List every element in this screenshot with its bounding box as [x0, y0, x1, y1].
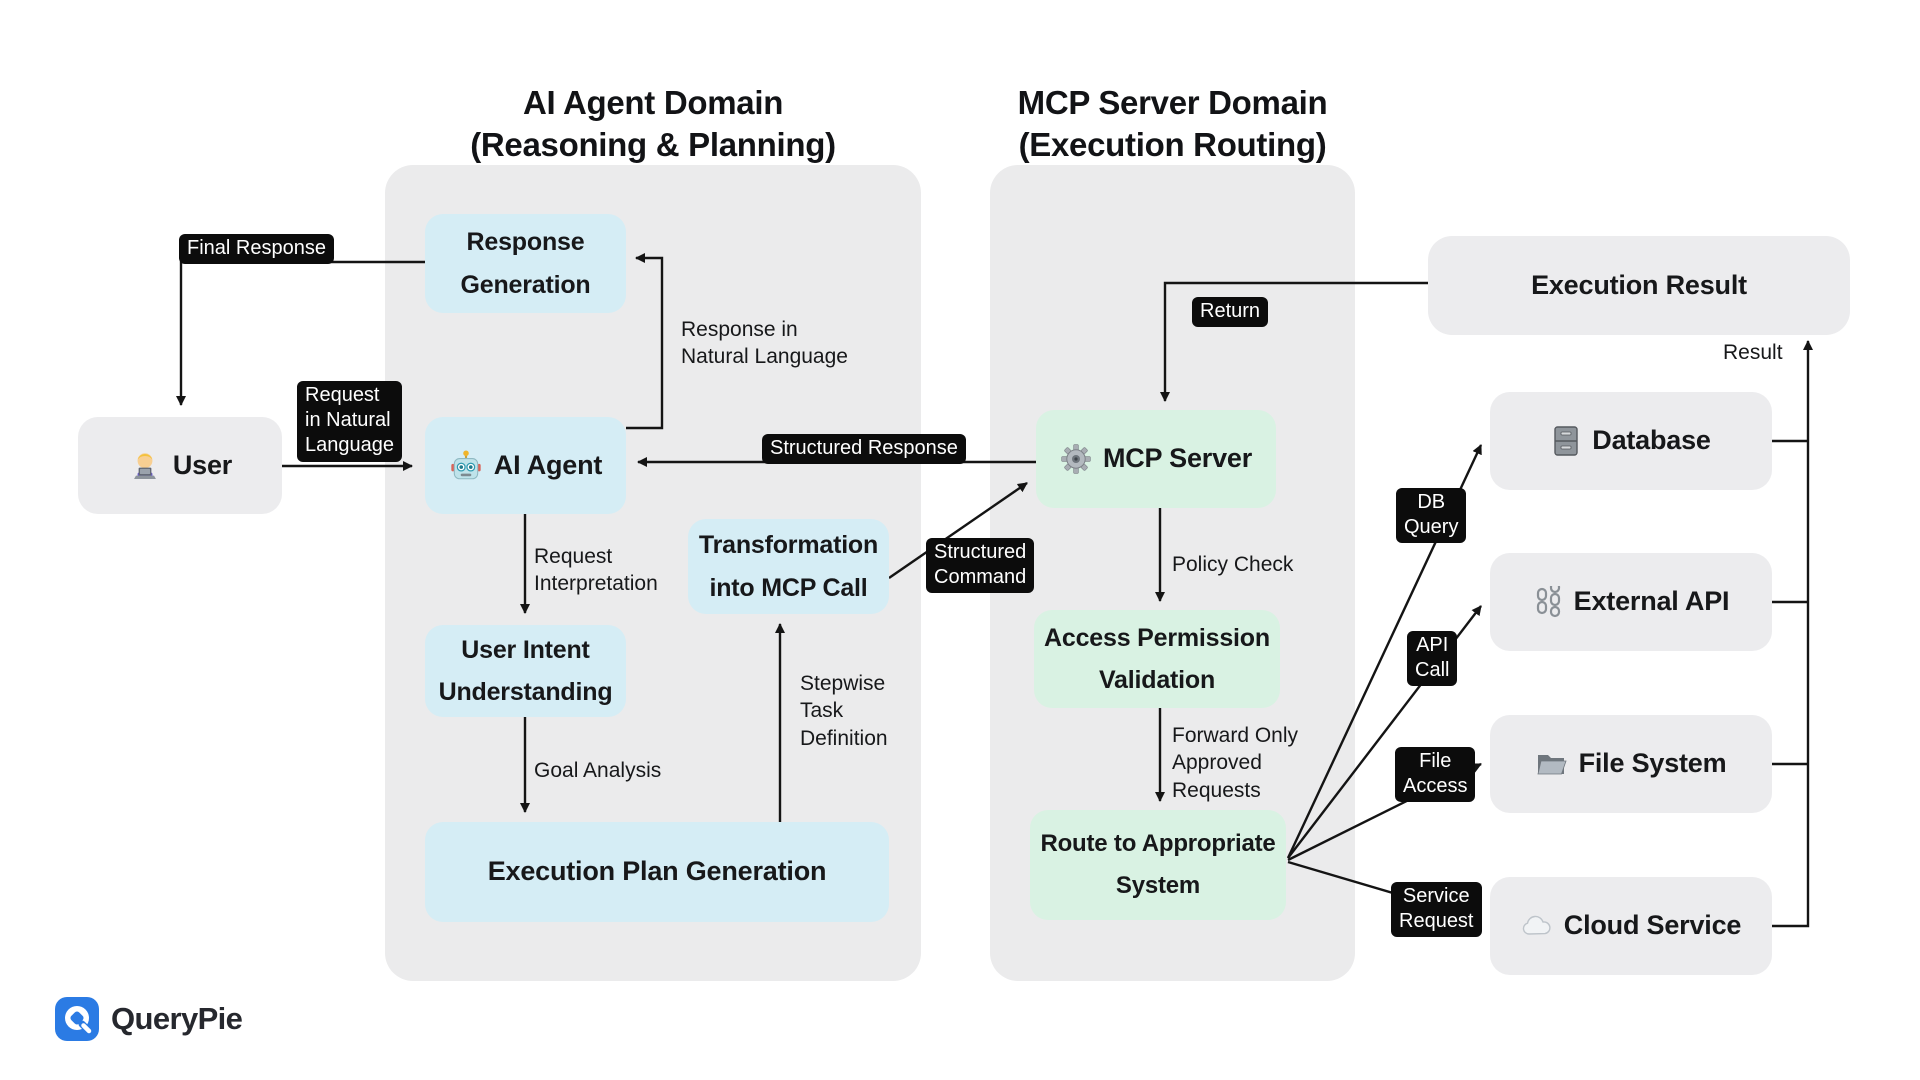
node-cloud-service-label: Cloud Service [1563, 910, 1742, 941]
annotation-forward-only: Forward Only Approved Requests [1172, 724, 1299, 802]
title-mcp-server-domain-line2: (Execution Routing) [1018, 126, 1327, 164]
node-response-generation: Response Generation [425, 214, 626, 313]
chains-icon [1533, 586, 1563, 618]
node-ai-agent-label: AI Agent [493, 449, 603, 480]
node-user-intent-understanding: User Intent Understanding [425, 625, 626, 717]
arrow-return [1160, 281, 1428, 402]
open-folder-icon [1536, 750, 1568, 778]
node-execution-plan-label: Execution Plan Generation [487, 856, 827, 887]
title-ai-agent-domain-line2: (Reasoning & Planning) [470, 126, 836, 164]
node-execution-plan-generation: Execution Plan Generation [425, 822, 889, 922]
querypie-wordmark: QueryPie [111, 1001, 243, 1036]
node-database: Database [1490, 392, 1772, 490]
node-execution-result-label: Execution Result [1531, 269, 1747, 300]
querypie-logo-icon [55, 997, 99, 1041]
annotation-policy-check: Policy Check [1172, 553, 1294, 576]
badge-db-query: DB Query [1396, 488, 1467, 544]
node-transformation-label: Transformation into MCP Call [698, 531, 879, 602]
annotation-request-interpretation: Request Interpretation [534, 545, 658, 596]
annotation-goal-analysis: Goal Analysis [534, 759, 662, 782]
arrow-response-in-natural-language [626, 253, 664, 430]
badge-file-access: File Access [1395, 747, 1476, 803]
badge-service-request: Service Request [1391, 882, 1482, 938]
node-route-system-label: Route to Appropriate System [1040, 830, 1276, 899]
node-file-system: File System [1490, 715, 1772, 813]
arrow-result-collector [1772, 340, 1813, 928]
title-mcp-server-domain: MCP Server Domain (Execution Routing) [990, 82, 1355, 166]
title-ai-agent-domain: AI Agent Domain (Reasoning & Planning) [385, 82, 921, 166]
node-response-generation-label: Response Generation [460, 228, 591, 299]
annotation-response-in-natural-language: Response in Natural Language [681, 318, 848, 369]
title-ai-agent-domain-line1: AI Agent Domain [522, 84, 784, 121]
querypie-logo: QueryPie [55, 996, 243, 1042]
badge-api-call: API Call [1407, 631, 1458, 687]
badge-final-response: Final Response [179, 234, 334, 265]
badge-return: Return [1192, 297, 1269, 328]
node-access-permission-label: Access Permission Validation [1044, 623, 1270, 695]
node-ai-agent: AI Agent [425, 417, 626, 514]
node-user-label: User [172, 449, 233, 480]
node-user-intent-label: User Intent Understanding [438, 635, 613, 707]
node-user: User [78, 417, 282, 514]
cloud-icon [1521, 914, 1553, 938]
badge-structured-command: Structured Command [926, 538, 1035, 594]
file-cabinet-icon [1551, 425, 1581, 457]
node-external-api: External API [1490, 553, 1772, 651]
gear-icon [1060, 443, 1092, 475]
node-route-to-appropriate-system: Route to Appropriate System [1030, 810, 1286, 920]
robot-icon [449, 449, 483, 483]
annotation-result: Result [1723, 341, 1783, 364]
badge-structured-response: Structured Response [762, 434, 966, 465]
node-execution-result: Execution Result [1428, 236, 1850, 335]
node-external-api-label: External API [1573, 586, 1730, 617]
node-mcp-server: MCP Server [1036, 410, 1276, 508]
node-access-permission-validation: Access Permission Validation [1034, 610, 1280, 708]
node-database-label: Database [1592, 425, 1711, 456]
node-cloud-service: Cloud Service [1490, 877, 1772, 975]
badge-request-in-natural-language: Request in Natural Language [297, 381, 402, 462]
arrow-structured-command [888, 482, 1028, 579]
title-mcp-server-domain-line1: MCP Server Domain [1017, 84, 1328, 121]
node-transformation-into-mcp-call: Transformation into MCP Call [688, 519, 889, 614]
node-mcp-server-label: MCP Server [1102, 443, 1253, 474]
person-technologist-icon [128, 449, 162, 483]
node-file-system-label: File System [1578, 748, 1727, 779]
annotation-stepwise-task-definition: Stepwise Task Definition [800, 672, 888, 750]
